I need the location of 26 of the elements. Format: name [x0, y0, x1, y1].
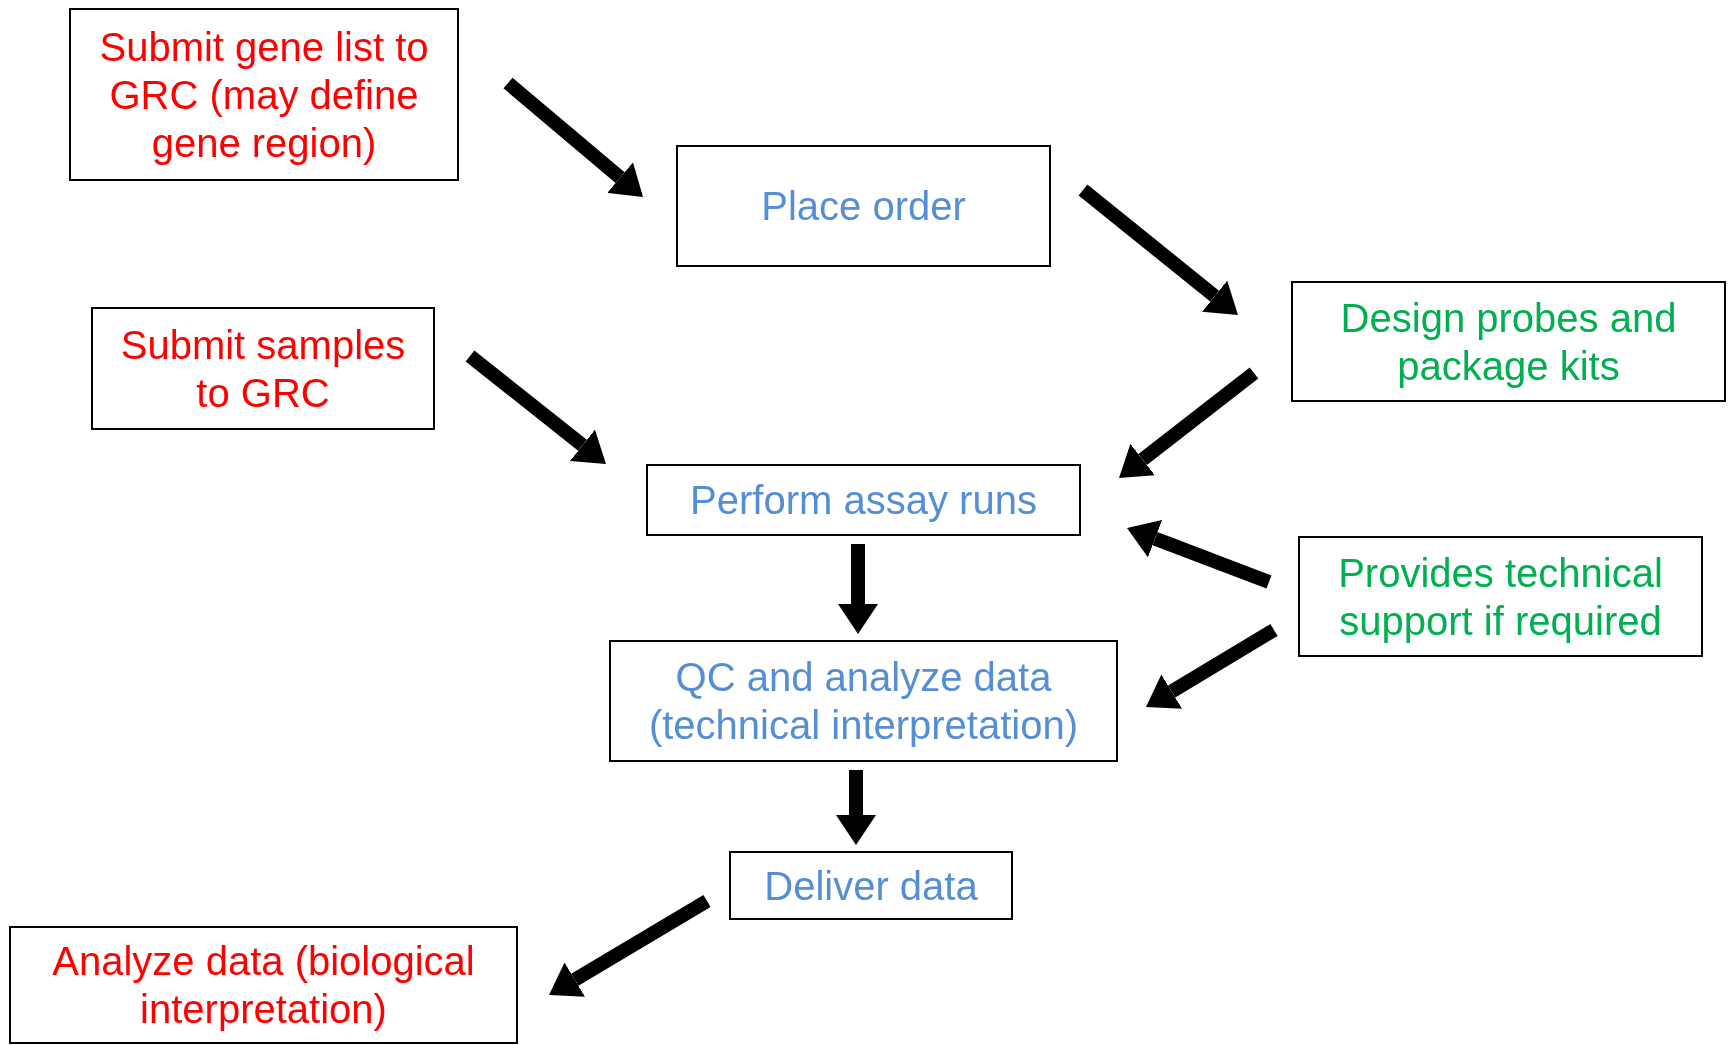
process-box — [91, 307, 435, 430]
process-box — [646, 464, 1081, 536]
step-text: Perform assay runs — [690, 477, 1037, 524]
step-text: Place order — [761, 183, 966, 230]
process-box — [729, 851, 1013, 920]
process-box — [9, 926, 518, 1044]
process-box — [1298, 536, 1703, 657]
arrow — [1119, 367, 1259, 478]
step-text: Deliver data — [764, 862, 978, 910]
arrow — [549, 895, 711, 997]
arrow — [836, 770, 876, 845]
step-text: Design probes and package kits — [1339, 294, 1678, 390]
process-box — [1291, 281, 1726, 402]
arrow — [1078, 184, 1238, 315]
step-text: Submit gene list to GRC (may define gene region) — [98, 23, 430, 167]
step-text: Analyze data (biological interpretation) — [51, 938, 476, 1033]
arrow — [465, 350, 606, 464]
arrow — [503, 77, 643, 197]
arrow — [1146, 624, 1278, 709]
step-text: QC and analyze data (technical interpretation) — [647, 654, 1080, 749]
step-text: Provides technical support if required — [1337, 549, 1664, 645]
process-box — [676, 145, 1051, 267]
process-box — [609, 640, 1118, 762]
process-box — [69, 8, 459, 181]
arrow — [838, 544, 878, 634]
step-text: Submit samples to GRC — [119, 321, 407, 417]
